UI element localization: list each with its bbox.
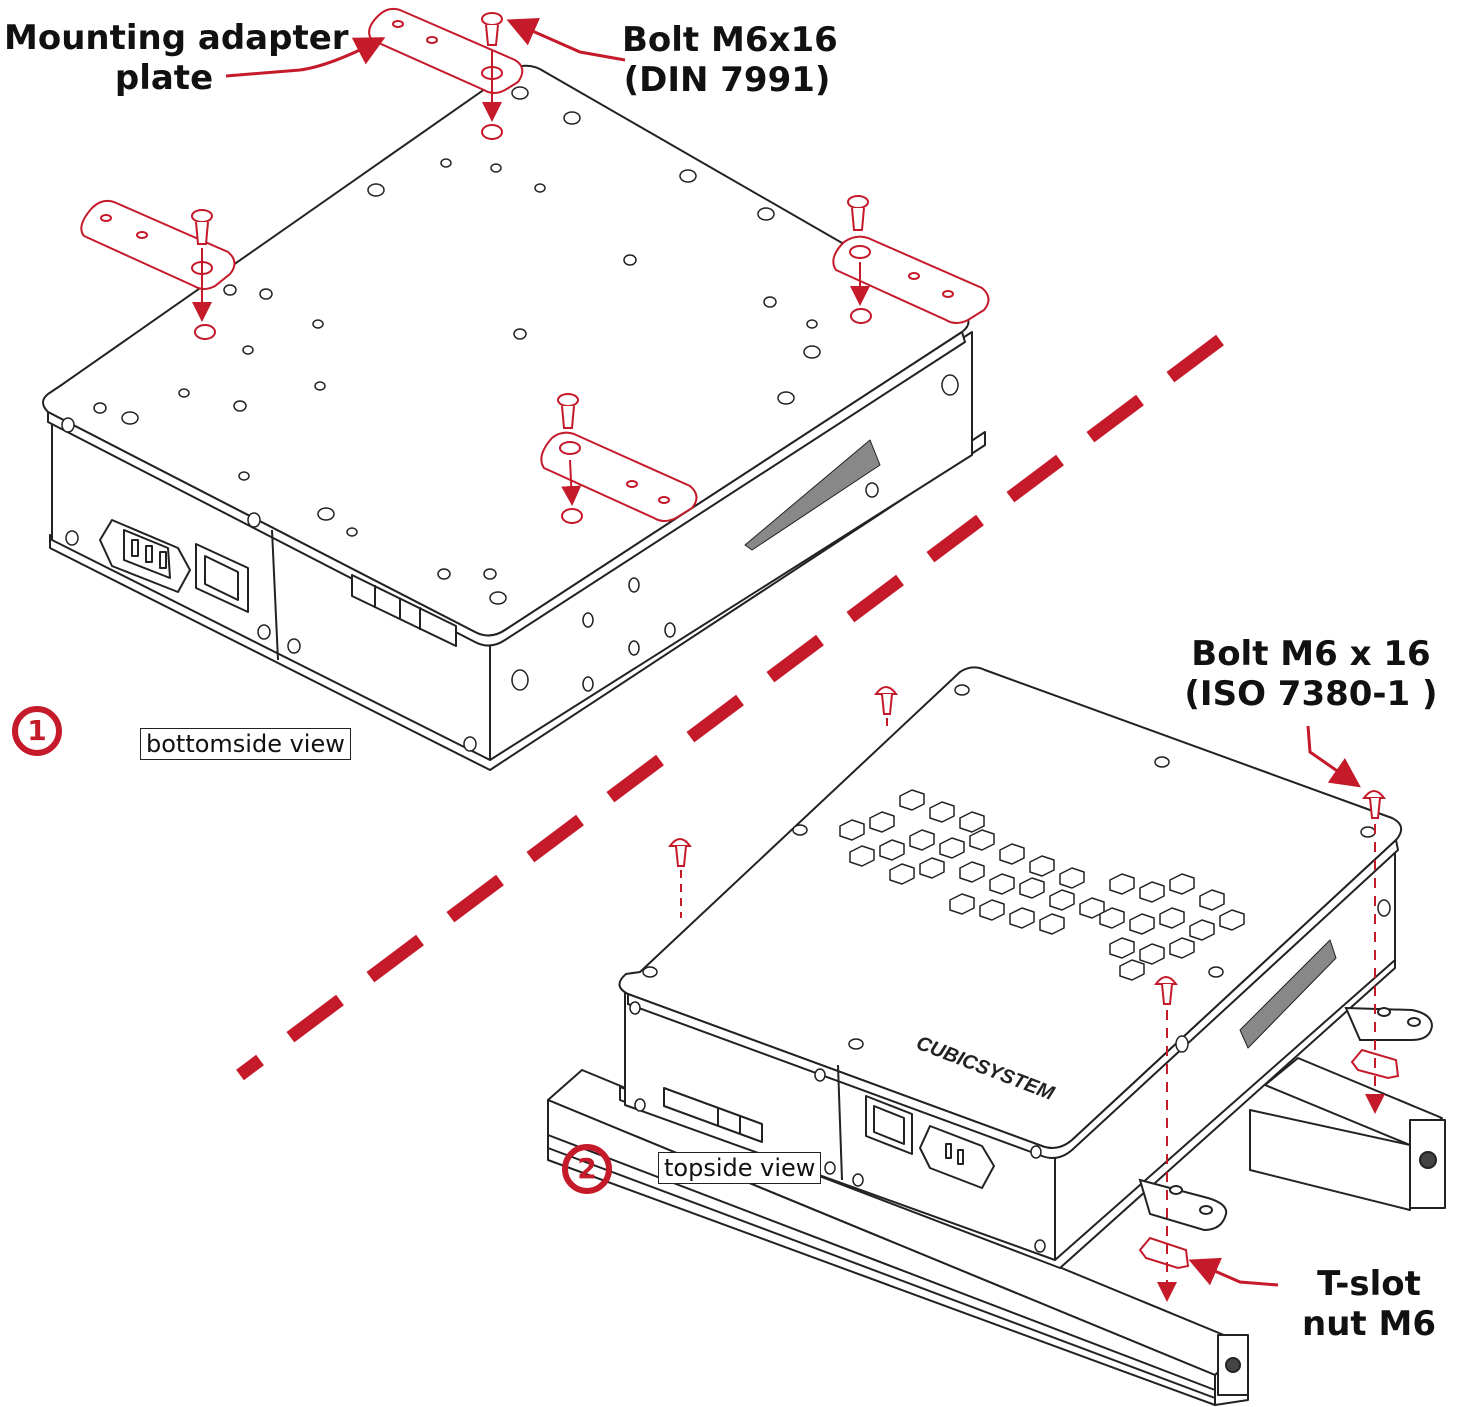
- label-mounting-line1: Mounting adapter: [4, 18, 349, 58]
- bolts-iso7380: [668, 686, 1386, 1302]
- section-divider: [236, 334, 1224, 1081]
- label-bolt-din-line1: Bolt M6x16: [622, 20, 838, 60]
- step-badge-1: 1: [12, 706, 62, 756]
- step-badge-2: 2: [562, 1144, 612, 1194]
- label-tslot-nut: T-slot nut M6: [1286, 1264, 1452, 1344]
- view-label-bottomside: bottomside view: [140, 728, 351, 760]
- label-bolt-din7991: Bolt M6x16 (DIN 7991): [622, 20, 838, 100]
- label-bolt-iso7380: Bolt M6 x 16 (ISO 7380-1 ): [1180, 634, 1442, 714]
- device-bottomside: [42, 64, 986, 771]
- label-mounting-adapter-plate: Mounting adapter plate: [4, 18, 349, 98]
- label-tslot-line2: nut M6: [1302, 1304, 1436, 1344]
- label-bolt-din-line2: (DIN 7991): [623, 60, 831, 100]
- label-mounting-line2: plate: [114, 58, 214, 98]
- view-label-topside: topside view: [658, 1152, 822, 1184]
- adapter-plates-step1: [80, 7, 990, 522]
- top-vent-pattern: [839, 789, 1245, 981]
- leader-lines-step2: [1188, 725, 1361, 1287]
- tslot-nuts: [1138, 1048, 1400, 1270]
- label-bolt-iso-line1: Bolt M6 x 16: [1191, 634, 1431, 674]
- adapter-plates-step2: [1138, 1006, 1434, 1232]
- leader-lines-step1: [225, 17, 626, 78]
- bolts-din7991: [191, 12, 872, 524]
- device-topside: CUBICSYSTEM: [618, 666, 1403, 1269]
- label-bolt-iso-line2: (ISO 7380-1 ): [1184, 674, 1438, 714]
- label-tslot-line1: T-slot: [1317, 1264, 1421, 1304]
